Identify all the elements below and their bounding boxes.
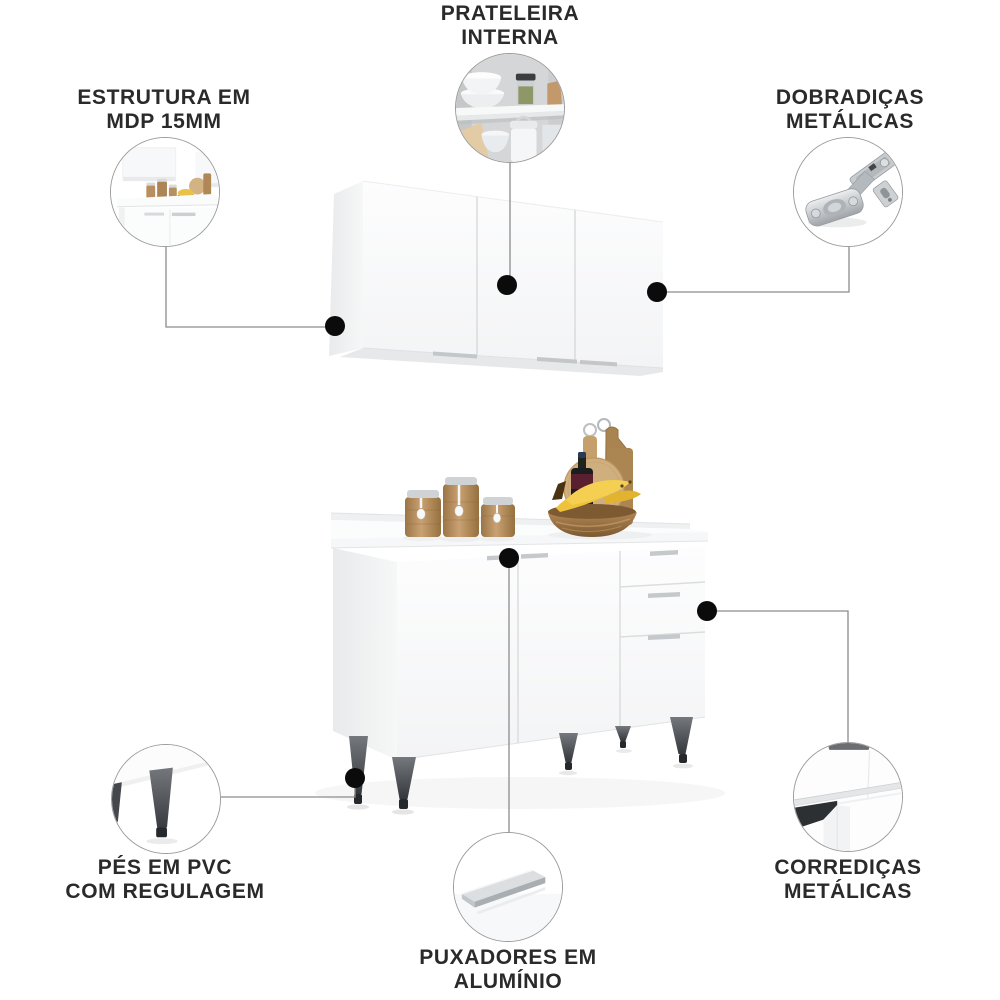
wooden-canisters [405, 477, 515, 537]
circle-dobradicas [793, 137, 903, 247]
countertop-decor [403, 418, 652, 542]
aluminum-handle-photo [454, 833, 562, 941]
circle-puxadores [453, 832, 563, 942]
circle-pes [111, 744, 221, 854]
floor-shadow [315, 749, 725, 815]
base-cabinet [330, 512, 709, 809]
dot-estrutura [325, 316, 345, 336]
circle-estrutura [110, 137, 220, 247]
connector-lines [165, 163, 850, 833]
circle-prateleira [455, 53, 565, 163]
drawer-handle [648, 634, 680, 640]
dot-pes [345, 768, 365, 788]
dot-puxadores [499, 548, 519, 568]
callout-dots [325, 275, 717, 788]
dot-prateleira [497, 275, 517, 295]
cabinet-legs [349, 717, 693, 809]
dot-corredicas [697, 601, 717, 621]
dot-dobradicas [647, 282, 667, 302]
drawer-handle [648, 592, 680, 598]
base-door-handle [521, 553, 548, 559]
drawer-slide-photo [794, 743, 902, 851]
shelf-interior-photo [456, 54, 564, 162]
wall-cabinet [329, 180, 664, 376]
adjustable-foot-photo [112, 745, 220, 853]
wall-door-handle [537, 357, 577, 364]
wall-door-handle [580, 360, 617, 367]
cabinet-set-photo [111, 138, 219, 246]
circle-corredicas [793, 742, 903, 852]
drawer-handle [650, 550, 678, 556]
metal-hinge-photo [794, 138, 902, 246]
fruit-bowl [548, 480, 641, 537]
wall-door-handle [433, 351, 477, 359]
